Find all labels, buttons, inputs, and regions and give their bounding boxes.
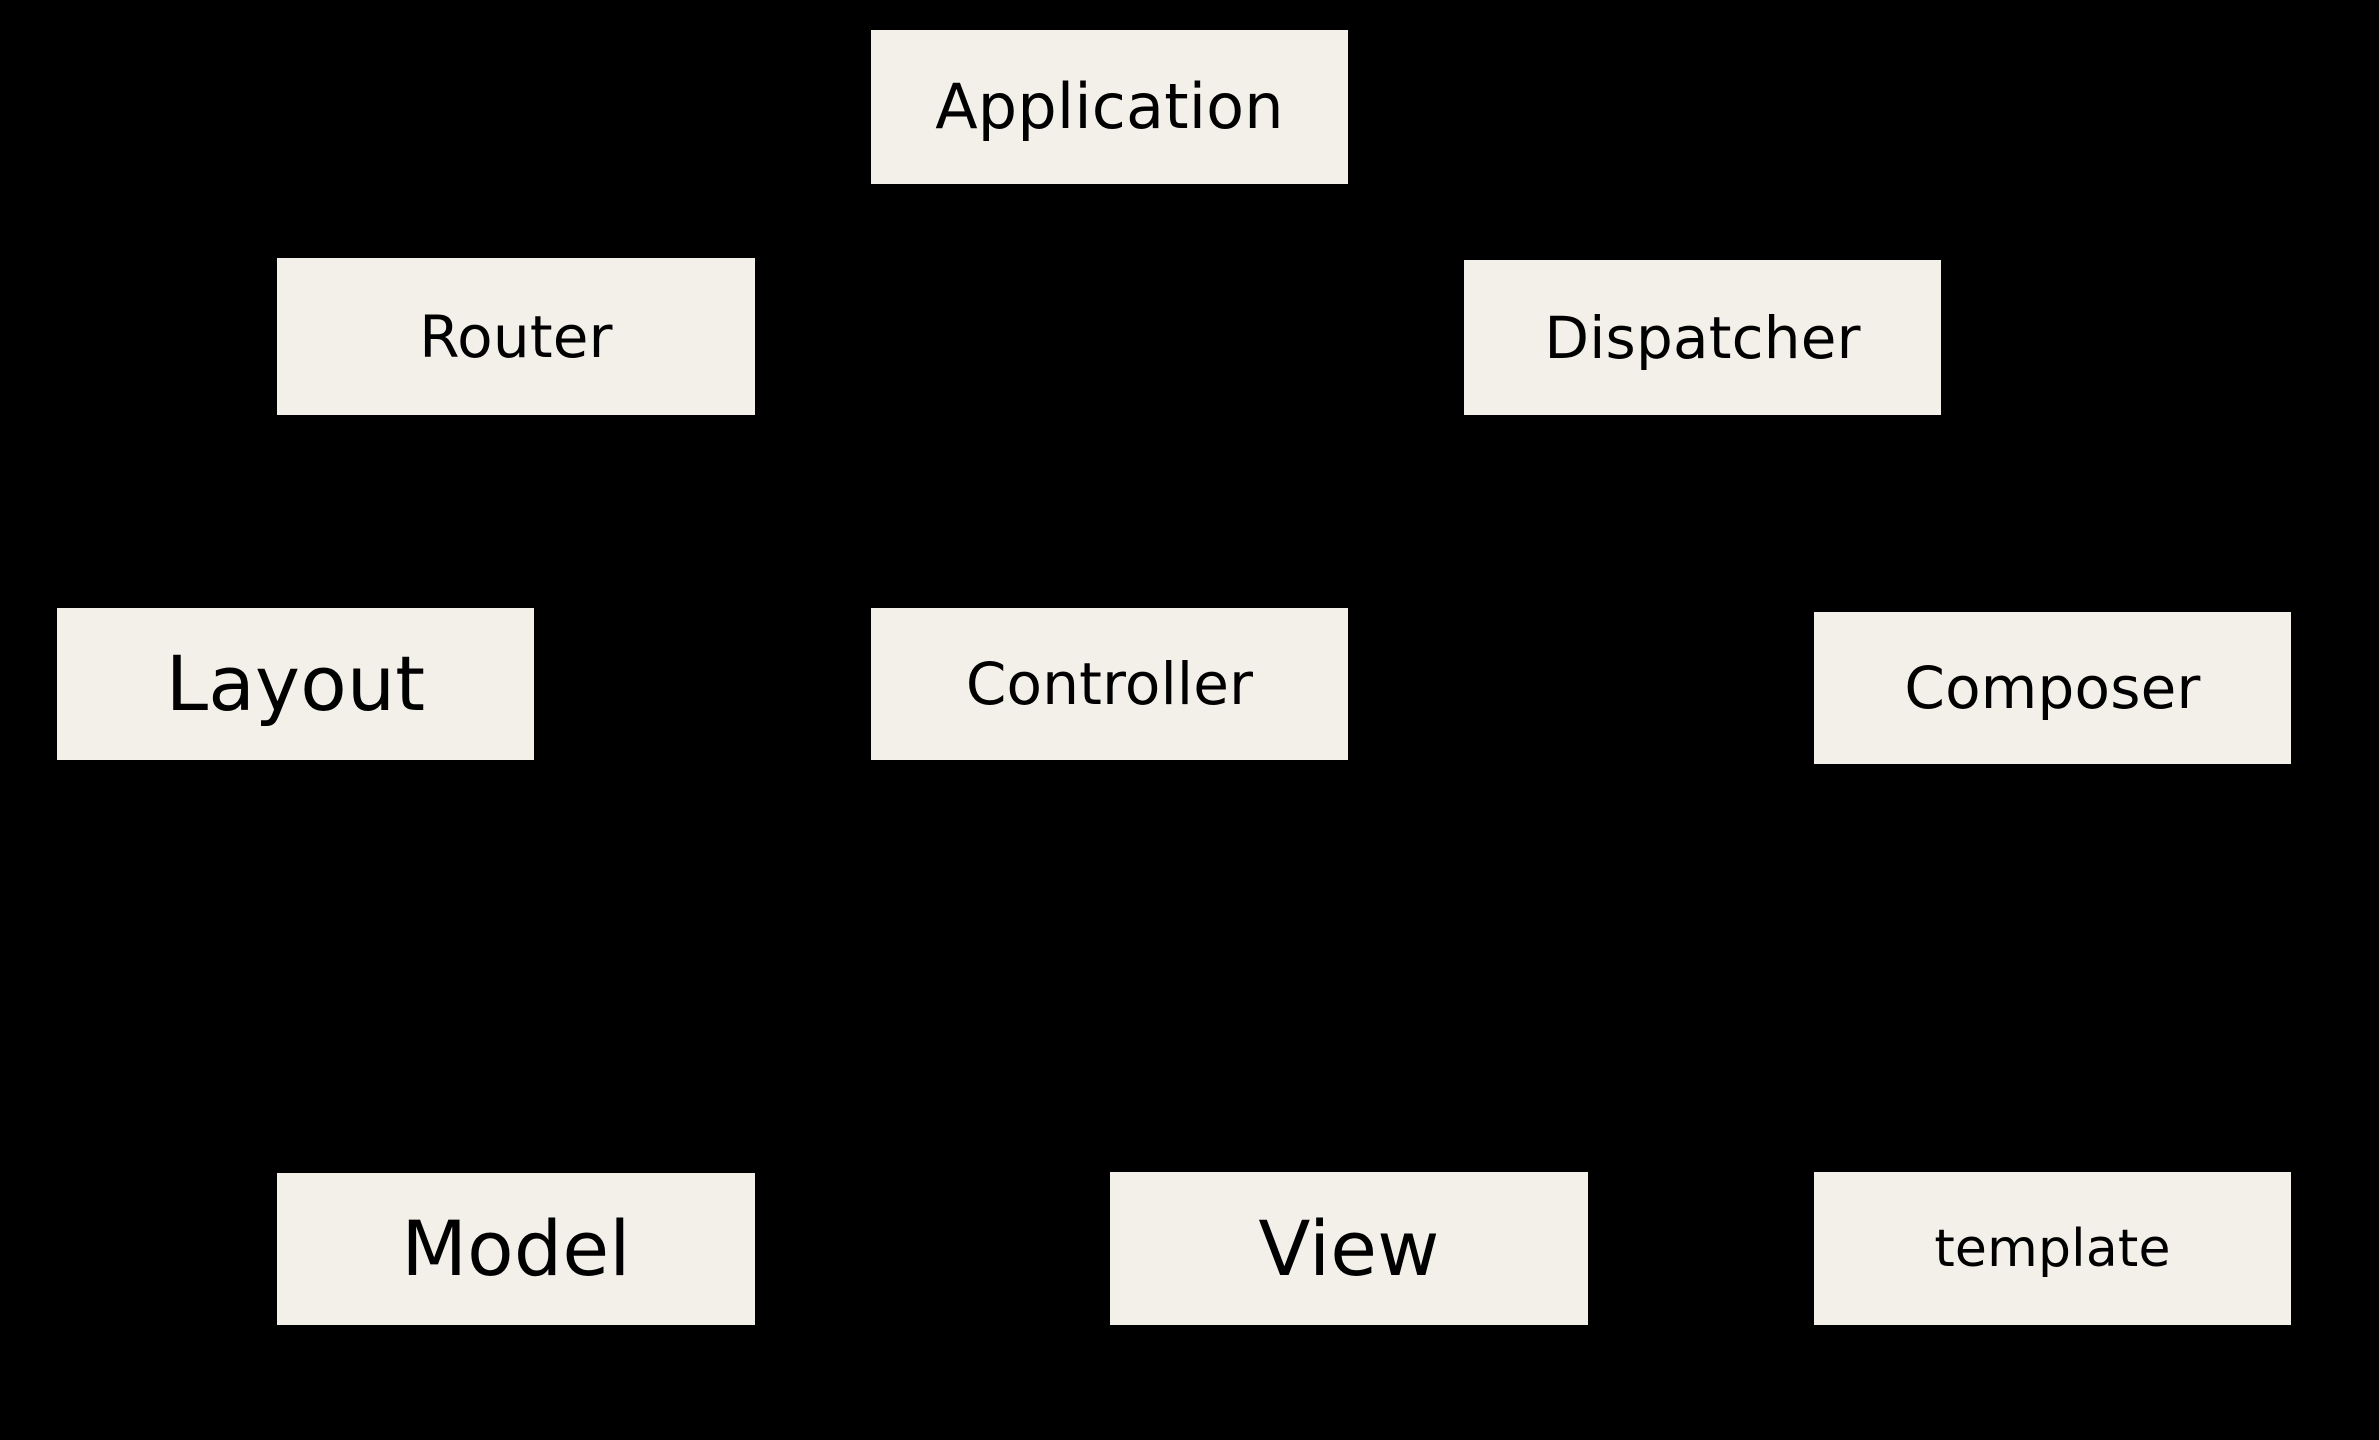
node-layout-label: Layout <box>165 639 426 728</box>
node-model-label: Model <box>401 1204 631 1293</box>
node-router[interactable]: Router <box>277 258 755 415</box>
node-template-label: template <box>1934 1218 2171 1279</box>
node-layout[interactable]: Layout <box>57 608 534 760</box>
node-composer[interactable]: Composer <box>1814 612 2291 764</box>
node-application[interactable]: Application <box>871 30 1348 184</box>
node-template[interactable]: template <box>1814 1172 2291 1325</box>
node-composer-label: Composer <box>1904 654 2201 722</box>
node-dispatcher[interactable]: Dispatcher <box>1464 260 1941 415</box>
node-controller[interactable]: Controller <box>871 608 1348 760</box>
node-router-label: Router <box>419 302 613 371</box>
node-dispatcher-label: Dispatcher <box>1544 303 1861 372</box>
node-application-label: Application <box>935 70 1284 143</box>
node-view-label: View <box>1258 1203 1440 1293</box>
node-controller-label: Controller <box>965 650 1254 718</box>
node-view[interactable]: View <box>1110 1172 1588 1325</box>
node-model[interactable]: Model <box>277 1173 755 1325</box>
